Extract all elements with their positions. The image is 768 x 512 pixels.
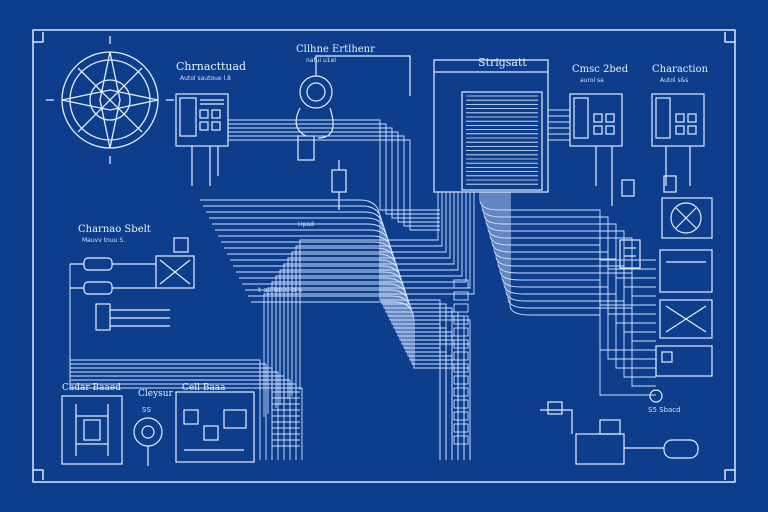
bottom-switch-panel xyxy=(175,391,255,463)
central-bus-panel xyxy=(433,59,549,193)
border-frame xyxy=(32,29,736,483)
control-module-right-a xyxy=(569,93,635,206)
fan-icon xyxy=(661,197,713,239)
label-top-right-a: Cmsc 2bed xyxy=(572,64,629,75)
bottom-coil-block xyxy=(61,395,123,465)
label-mid-tag: t-as toue b-s xyxy=(258,286,302,294)
right-box-1 xyxy=(659,249,713,293)
top-center-device xyxy=(295,55,411,210)
label-top-center-right: Strigsatt xyxy=(478,56,527,69)
label-top-right-a-sub: aurol sa xyxy=(580,77,604,84)
labels: Chrnacttuad Autol sautoue l.8 Cllhne Ert… xyxy=(62,44,709,414)
label-bottom-left-b: Cleysur xyxy=(138,389,174,399)
label-mid-small: Hpad xyxy=(298,221,314,228)
label-top-right-b: Charaction xyxy=(652,64,709,75)
bottom-right-assembly xyxy=(540,389,699,465)
label-bottom-left-b-sub: SS xyxy=(142,406,151,414)
label-mid-left: Charnao Sbelt xyxy=(78,224,151,235)
relay-small xyxy=(619,239,641,269)
label-top-center-sub: nafui u1eI xyxy=(306,57,336,64)
connector-plug-left xyxy=(70,237,195,331)
wiring-harness xyxy=(69,109,656,460)
label-bottom-right-tag: S5 Sbacd xyxy=(648,406,681,414)
label-top-center: Cllhne Ertlhenr xyxy=(296,44,375,55)
label-top-left-sub: Autol sautoue l.8 xyxy=(180,75,231,82)
control-module-right-b xyxy=(651,93,705,193)
label-bottom-left-c: Cell Baaa xyxy=(182,383,226,393)
label-bottom-left-a: Cadar Baaed xyxy=(62,383,121,393)
label-top-left: Chrnacttuad xyxy=(176,60,246,73)
label-mid-left-sub: Mauvv tnuu S. xyxy=(82,237,125,244)
label-top-right-b-sub: Autol s&s xyxy=(660,77,688,84)
bottom-gauge-icon xyxy=(133,417,163,466)
control-module-left xyxy=(175,93,229,186)
relay-box xyxy=(655,299,713,377)
compass-rose-icon xyxy=(46,36,174,164)
